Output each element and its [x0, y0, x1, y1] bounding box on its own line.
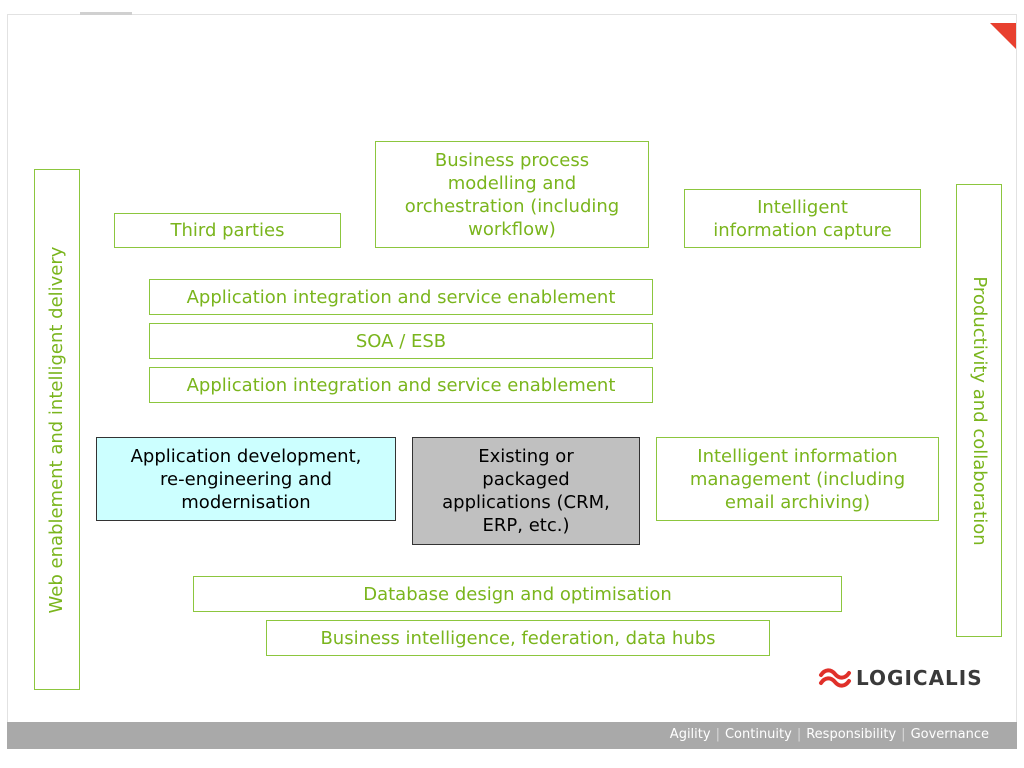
- logo-wordmark: LOGICALIS: [856, 666, 983, 690]
- footer-tagline: Agility | Continuity | Responsibility | Govern…: [670, 727, 989, 742]
- app-integration-bottom-box: Application integration and service enab…: [149, 367, 653, 403]
- tagline-separator: |: [901, 727, 906, 742]
- soa-esb-box: SOA / ESB: [149, 323, 653, 359]
- third-parties-box: Third parties: [114, 213, 341, 248]
- info-management-box: Intelligent information management (incl…: [656, 437, 939, 521]
- tagline-separator: |: [796, 727, 802, 742]
- web-enablement-label: Web enablement and intelligent delivery: [46, 246, 67, 613]
- existing-apps-box: Existing or packaged applications (CRM, …: [412, 437, 640, 545]
- productivity-label: Productivity and collaboration: [969, 275, 990, 546]
- app-development-box: Application development, re-engineering …: [96, 437, 396, 521]
- logicalis-logo-mark: [819, 668, 851, 688]
- tagline-separator: |: [715, 727, 720, 742]
- productivity-box: Productivity and collaboration: [956, 184, 1002, 637]
- corner-accent: [990, 23, 1016, 49]
- web-enablement-box: Web enablement and intelligent delivery: [34, 169, 80, 690]
- business-process-box: Business process modelling and orchestra…: [375, 141, 649, 248]
- logicalis-logo: LOGICALIS: [818, 664, 983, 692]
- database-design-box: Database design and optimisation: [193, 576, 842, 612]
- business-intelligence-box: Business intelligence, federation, data …: [266, 620, 770, 656]
- tagline-agility: Agility: [669, 727, 711, 742]
- intelligent-capture-box: Intelligent information capture: [684, 189, 921, 248]
- footer-bar: Agility | Continuity | Responsibility | Govern…: [7, 722, 1017, 749]
- tagline-continuity: Continuity: [724, 727, 792, 742]
- header-accent: [80, 12, 132, 15]
- app-integration-top-box: Application integration and service enab…: [149, 279, 653, 315]
- tagline-responsibility: Responsibility: [806, 727, 897, 742]
- slide-frame: [7, 14, 1017, 722]
- tagline-governance: Governance: [910, 727, 989, 742]
